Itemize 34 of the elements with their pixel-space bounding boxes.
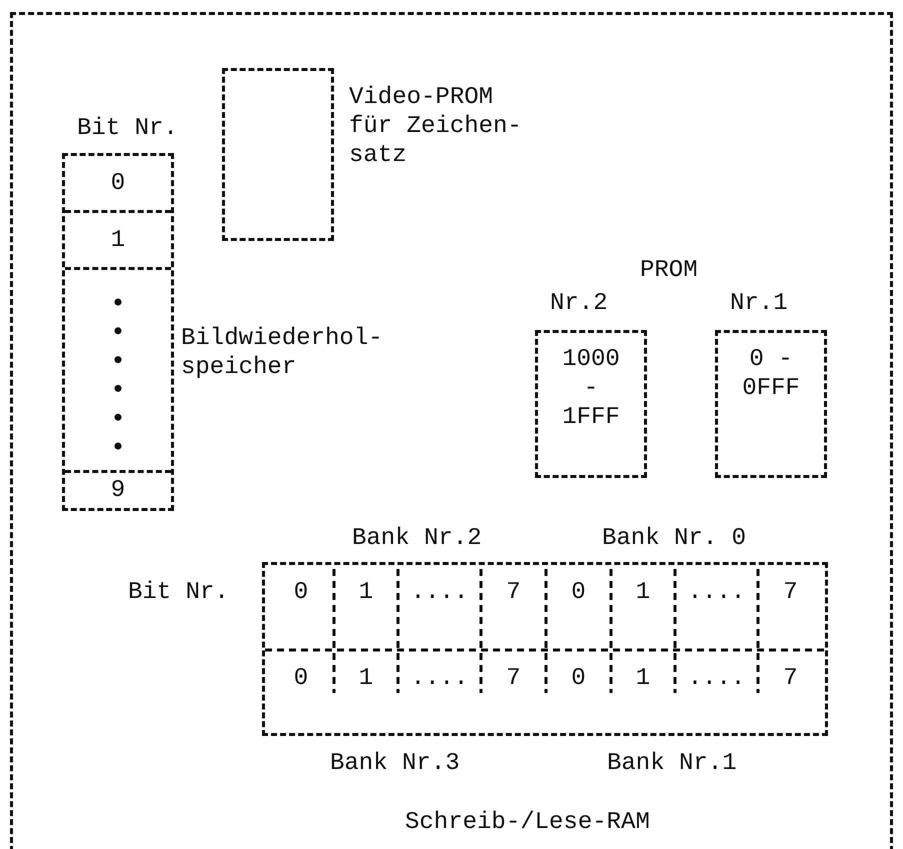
bit-number: 0 [570, 578, 587, 607]
component-label: Bildwiederhol- speicher [181, 324, 384, 382]
bit-number: 7 [505, 664, 522, 693]
bit-number: .... [686, 664, 746, 693]
bit-number: .... [686, 578, 746, 607]
address-range: 0 - 0FFF [742, 345, 800, 403]
bit-number: 0 [570, 664, 587, 693]
bank-label: Bank Nr. 0 [602, 524, 748, 553]
row-heading: Bit Nr. [128, 578, 230, 607]
group-heading: PROM [640, 256, 698, 285]
bit-number: .... [410, 578, 470, 607]
bit-number: 1 [634, 578, 652, 607]
bit-number: 1 [358, 578, 374, 607]
bit-number: 7 [782, 664, 799, 693]
block-label: Schreib-/Lese-RAM [405, 808, 651, 837]
chip-heading: Nr.1 [730, 289, 789, 318]
bit-number: 9 [110, 476, 126, 505]
chip-heading: Nr.2 [550, 289, 609, 318]
bit-number: 0 [110, 169, 126, 198]
component-label: Video-PROM für Zeichen- satz [349, 83, 523, 170]
bank-label: Bank Nr.2 [352, 524, 483, 553]
column-heading: Bit Nr. [77, 114, 179, 143]
bit-number: 1 [358, 664, 374, 693]
bit-number: .... [410, 664, 470, 693]
bit-number: 1 [634, 664, 652, 693]
bank-label: Bank Nr.1 [607, 749, 738, 778]
bit-number: 0 [292, 578, 310, 607]
address-range: 1000 - 1FFF [562, 345, 620, 432]
bank-label: Bank Nr.3 [330, 749, 461, 778]
bit-number: 0 [292, 664, 310, 693]
bit-number: 7 [505, 578, 522, 607]
bit-number: 1 [110, 226, 126, 255]
bit-number: 7 [782, 578, 799, 607]
board-outline [10, 12, 893, 849]
